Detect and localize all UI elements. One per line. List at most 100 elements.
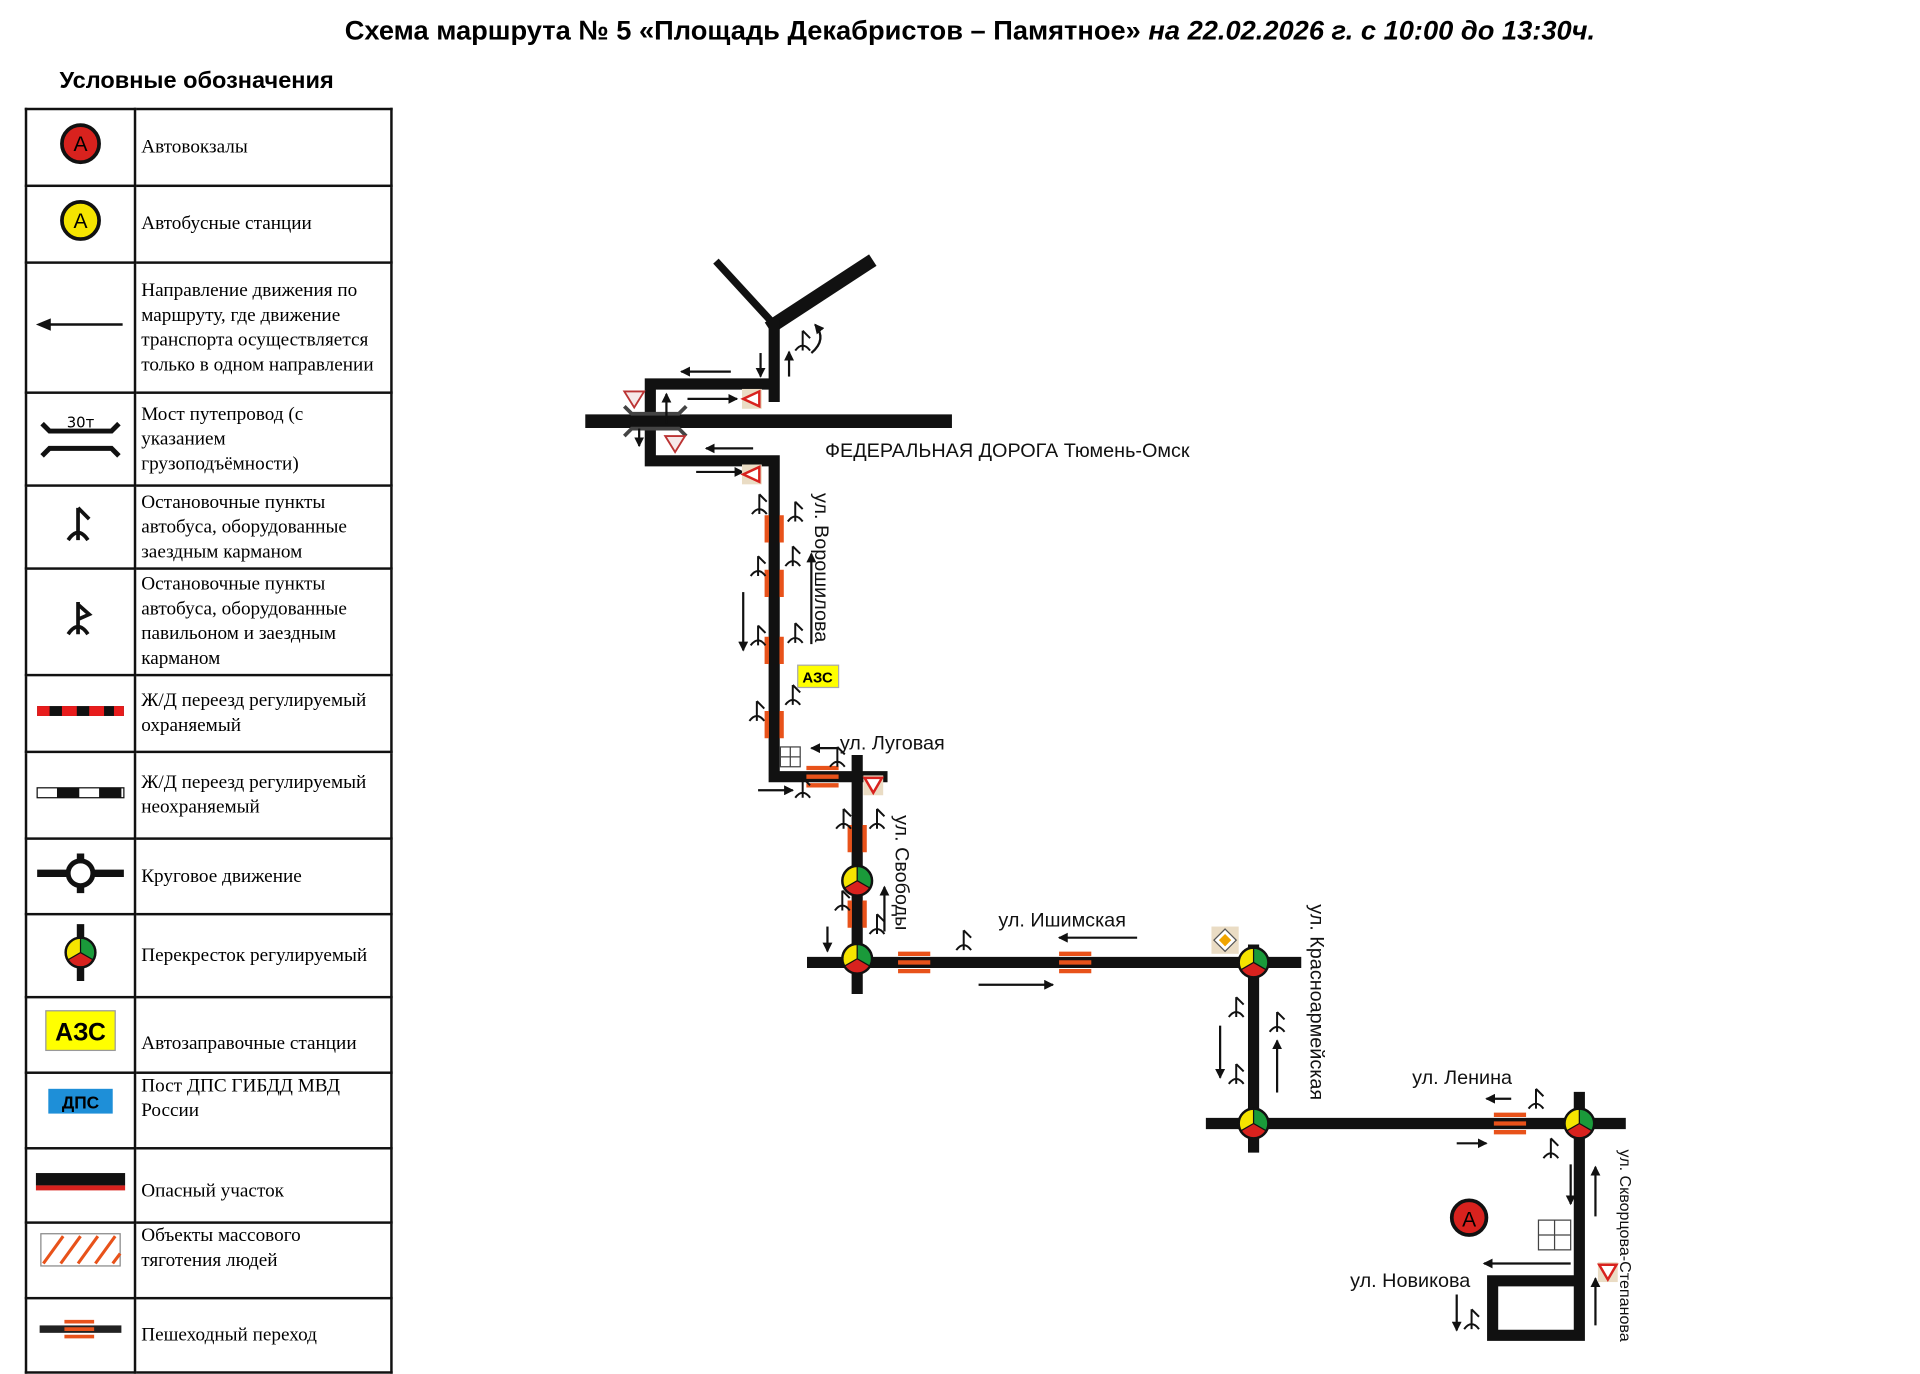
warning-sign-icon — [663, 435, 687, 454]
pedestrian-crossing-icon — [764, 569, 784, 598]
pedestrian-crossing-icon — [847, 824, 867, 853]
warning-sign-icon — [622, 390, 646, 410]
bus-stop-pavilion-icon — [66, 602, 93, 636]
bus-stop-icon — [868, 808, 886, 830]
pedestrian-crossing-icon — [1059, 951, 1092, 974]
pedestrian-crossing-icon — [847, 900, 867, 928]
pedestrian-crossing-icon — [806, 765, 839, 788]
gas-station-badge: АЗС — [797, 664, 840, 689]
railway-crossing-guarded-icon — [37, 706, 124, 716]
legend-row: Ж/Д переезд регулируемый неохраняемый — [24, 750, 393, 840]
pedestrian-crossing-icon — [764, 711, 784, 739]
bus-stop-icon — [834, 889, 851, 912]
roads — [585, 254, 1626, 1341]
legend-label: Круговое движение — [133, 837, 393, 916]
pedestrian-crossing-icon — [764, 515, 784, 543]
svg-text:АЗС: АЗС — [802, 671, 833, 687]
legend-row: АЗС Автозаправочные станции — [24, 995, 393, 1074]
road-route — [807, 771, 1626, 1341]
legend-row: Опасный участок — [24, 1147, 393, 1224]
legend-label: Автобусные станции — [133, 184, 393, 264]
bus-stop-icon — [794, 330, 811, 352]
legend-row: Направление движения по маршруту, где дв… — [24, 261, 393, 394]
bus-stop-icon — [748, 700, 766, 722]
bridge-icon: 30т — [40, 413, 121, 457]
bus-stop-icon — [1527, 1088, 1545, 1110]
legend-row: А Автобусные станции — [24, 184, 393, 264]
traffic-light-intersection-icon — [841, 942, 874, 975]
pedestrian-crossing-icon — [764, 636, 784, 664]
legend-title: Условные обозначения — [59, 68, 334, 95]
legend-label: Опасный участок — [133, 1147, 393, 1224]
street-label-lenina: ул. Ленина — [1412, 1067, 1513, 1089]
legend-label: Перекресток регулируемый — [133, 912, 393, 999]
svg-text:ДПС: ДПС — [62, 1093, 100, 1113]
traffic-signals — [841, 864, 1596, 1140]
bus-stop-icon — [1542, 1137, 1560, 1159]
street-label-skvortsova: ул. Скворцова-Степанова — [1616, 1150, 1634, 1342]
svg-text:А: А — [73, 210, 87, 233]
yield-sign-icon — [862, 776, 885, 796]
bus-stop-icon — [787, 622, 804, 644]
direction-arrow-icon — [35, 317, 123, 331]
pedestrian-crossings — [764, 515, 1527, 1135]
bus-stop-icon — [955, 929, 972, 951]
pedestrian-crossing-icon — [1493, 1112, 1527, 1135]
traffic-light-intersection-icon — [841, 864, 874, 897]
legend-label: Остановочные пункты автобуса, оборудован… — [133, 484, 393, 570]
bus-stops — [748, 330, 1560, 1330]
bus-stop-icon — [784, 545, 801, 567]
traffic-light-intersection-icon — [1237, 1107, 1270, 1140]
legend-row: Перекресток регулируемый — [24, 912, 393, 999]
road-segment — [764, 254, 877, 334]
street-label-novikova: ул. Новикова — [1350, 1270, 1471, 1292]
legend-row: Объекты массового тяготения людей — [24, 1221, 393, 1300]
bus-stop-icon — [835, 808, 852, 830]
yield-sign-icon — [740, 389, 761, 409]
pedestrian-crossing-icon — [39, 1319, 122, 1339]
street-label-svobody: ул. Свободы — [891, 815, 913, 930]
svg-text:А: А — [1462, 1208, 1476, 1231]
gas-station-icon: АЗС — [45, 1009, 116, 1051]
bus-stop-icon — [868, 913, 886, 935]
svg-text:АЗС: АЗС — [55, 1019, 106, 1046]
street-label-ishimskaya: ул. Ишимская — [998, 910, 1126, 932]
legend-row: Ж/Д переезд регулируемый охраняемый — [24, 673, 393, 754]
crowd-objects-icon — [40, 1233, 122, 1267]
building-icon — [779, 746, 1572, 1251]
traffic-light-intersection-icon — [64, 923, 97, 981]
legend-label: Объекты массового тяготения людей — [133, 1221, 393, 1300]
yield-sign-icon — [1597, 1263, 1619, 1283]
legend-row: Остановочные пункты автобуса, оборудован… — [24, 484, 393, 570]
bus-stop-icon — [1227, 1063, 1245, 1085]
legend-label: Пост ДПС ГИБДД МВД России — [133, 1071, 393, 1150]
bus-stop-icon — [784, 684, 801, 706]
bus-stop-icon — [794, 777, 811, 799]
road-segment — [713, 258, 780, 330]
bridge-icon — [622, 404, 688, 438]
roundabout-icon — [37, 852, 124, 893]
street-label-voroshilova: ул. Ворошилова — [810, 493, 832, 643]
bus-stop-pocket-icon — [66, 505, 91, 541]
svg-text:30т: 30т — [67, 413, 95, 431]
page-title: Схема маршрута № 5 «Площадь Декабристов … — [0, 15, 1920, 47]
bus-stop-icon — [829, 746, 846, 768]
legend-row: ДПС Пост ДПС ГИБДД МВД России — [24, 1071, 393, 1150]
title-date: на 22.02.2026 г. с 10:00 до 13:30ч. — [1140, 14, 1596, 46]
legend-label: Автозаправочные станции — [133, 995, 393, 1074]
legend-row: Остановочные пункты автобуса, оборудован… — [24, 567, 393, 677]
priority-road-sign — [1211, 926, 1239, 954]
turn-arrow-icon — [810, 323, 825, 354]
bus-stop-icon — [1227, 996, 1245, 1018]
bus-stop-icon — [1463, 1308, 1480, 1330]
yield-signs — [622, 388, 1619, 1283]
traffic-light-intersection-icon — [1563, 1107, 1596, 1140]
street-label-krasnoarmeyskaya: ул. Красноармейская — [1306, 904, 1328, 1100]
title-main: Схема маршрута № 5 «Площадь Декабристов … — [344, 14, 1141, 46]
yield-sign-icon — [740, 465, 761, 484]
legend-label: Автовокзалы — [133, 107, 393, 188]
